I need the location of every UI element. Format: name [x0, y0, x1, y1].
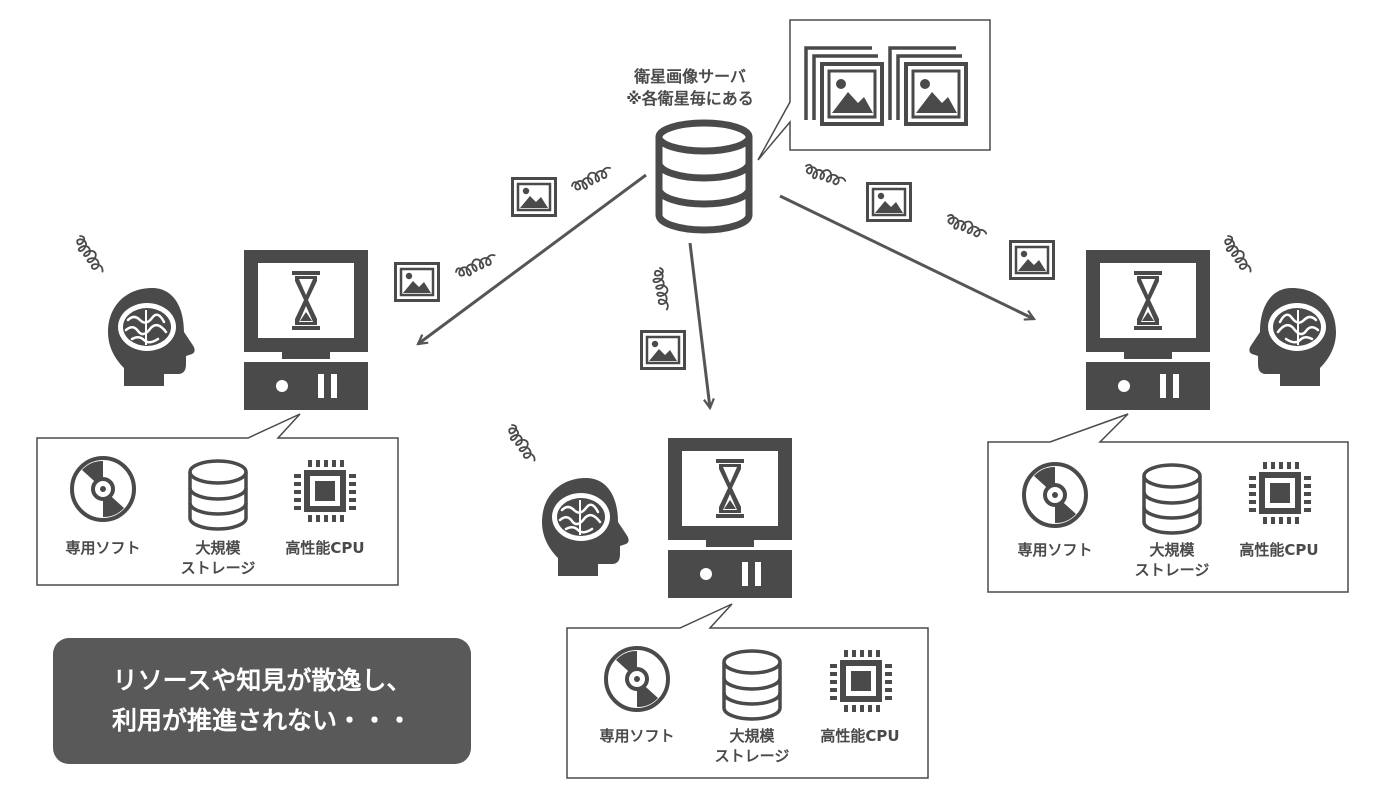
image-icon — [866, 182, 912, 222]
arrow-to-left-computer — [418, 173, 647, 344]
signal-squiggle-icon — [1219, 233, 1256, 277]
storage-database-icon — [188, 459, 248, 531]
signal-squiggle-icon — [503, 422, 540, 466]
stacked-images-icon — [804, 46, 968, 126]
disc-icon — [604, 646, 670, 712]
cpu-label: 高性能CPU — [285, 539, 365, 557]
storage-label-line1: 大規模 — [1149, 541, 1195, 559]
storage-label-line2: ストレージ — [1134, 561, 1210, 579]
cpu-label: 高性能CPU — [820, 727, 900, 745]
server-images-callout — [757, 19, 991, 161]
signal-squiggle-icon — [943, 212, 989, 242]
software-label: 専用ソフト — [65, 539, 141, 557]
server-database-icon — [655, 119, 753, 234]
arrow-to-center-computer — [688, 242, 710, 408]
cpu-label: 高性能CPU — [1239, 541, 1319, 559]
storage-label: 大規模 ストレージ — [1112, 540, 1232, 580]
storage-database-icon — [722, 649, 782, 721]
storage-label-line2: ストレージ — [714, 747, 790, 765]
problem-message-line1: リソースや知見が散逸し、 — [112, 666, 412, 695]
computer-icon — [244, 250, 368, 410]
storage-label: 大規模 ストレージ — [692, 726, 812, 766]
storage-label-line1: 大規模 — [195, 539, 241, 557]
storage-label-line2: ストレージ — [180, 559, 256, 577]
software-label: 専用ソフト — [1017, 541, 1093, 559]
brain-head-icon — [540, 476, 630, 578]
image-icon — [640, 330, 686, 370]
signal-squiggle-icon — [802, 162, 848, 189]
storage-database-icon — [1142, 463, 1202, 535]
disc-icon — [1022, 462, 1088, 528]
problem-message-box: リソースや知見が散逸し、 利用が推進されない・・・ — [53, 638, 471, 764]
computer-icon — [668, 438, 792, 598]
brain-head-icon — [106, 286, 196, 388]
brain-head-icon — [1248, 286, 1338, 388]
image-icon — [1009, 240, 1055, 280]
problem-message-line2: 利用が推進されない・・・ — [111, 706, 412, 735]
signal-squiggle-icon — [453, 250, 499, 282]
storage-label: 大規模 ストレージ — [158, 538, 278, 578]
image-icon — [511, 177, 557, 217]
arrow-to-right-computer — [779, 194, 1034, 319]
server-title: 衛星画像サーバ ※各衛星毎にある — [560, 66, 820, 110]
signal-squiggle-icon — [569, 162, 615, 195]
server-title-line2: ※各衛星毎にある — [626, 89, 754, 108]
software-label: 専用ソフト — [599, 727, 675, 745]
storage-label-line1: 大規模 — [729, 727, 775, 745]
image-icon — [394, 262, 440, 302]
disc-icon — [70, 456, 136, 522]
signal-squiggle-icon — [650, 266, 673, 312]
signal-squiggle-icon — [71, 233, 108, 277]
computer-icon — [1086, 250, 1210, 410]
server-title-line1: 衛星画像サーバ — [634, 67, 746, 86]
